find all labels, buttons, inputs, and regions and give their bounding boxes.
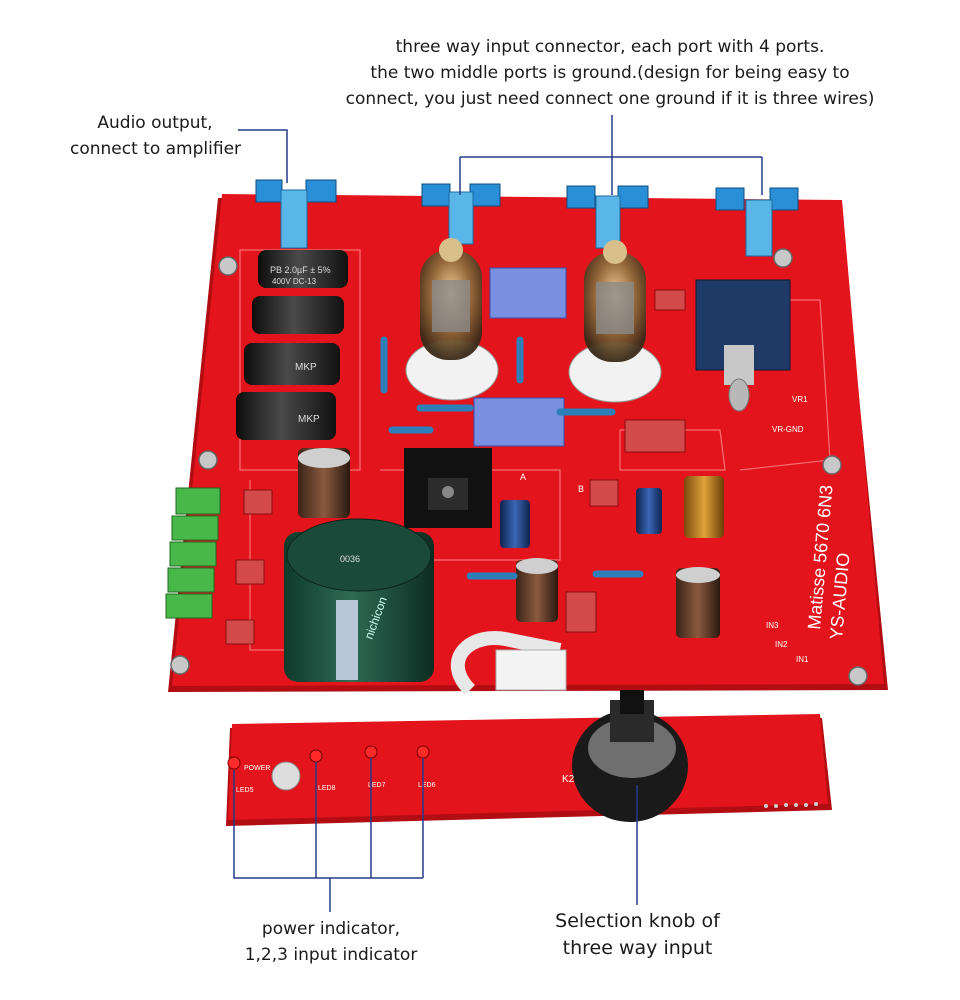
callout-line: Audio output,: [97, 113, 213, 133]
led-a-label: A: [520, 472, 526, 482]
coupling-cap-top: [489, 267, 567, 319]
vr-gnd-label: VR-GND: [772, 425, 804, 434]
vr1-label: VR1: [792, 395, 808, 404]
callout-line: three way input: [562, 937, 713, 959]
power-input-terminals: [165, 487, 221, 619]
led-label-3: LED7: [368, 782, 386, 789]
volume-potentiometer: VR1 VR-GND: [695, 279, 808, 434]
ribbon-cable: [450, 631, 567, 695]
callout-line: three way input connector, each port wit…: [395, 37, 825, 57]
led-b-label: B: [578, 484, 584, 494]
cap-mkp-label-2: MKP: [298, 414, 320, 425]
callout-line: connect, you just need connect one groun…: [345, 89, 875, 109]
callout-leader-lines: [233, 115, 763, 912]
mounting-screws: [170, 248, 868, 686]
indicator-callout: power indicator, 1,2,3 input indicator: [236, 916, 426, 968]
selector-board: POWER LED5 LED8 LED7 LED6: [226, 714, 832, 826]
led-label-1: LED5: [236, 787, 254, 794]
coupling-cap-bottom: [473, 397, 565, 447]
vacuum-tube-left: [405, 238, 499, 401]
cap-label-voltage: 400V DC-13: [272, 277, 317, 286]
k2-label: K2: [562, 774, 575, 785]
callout-line: power indicator,: [261, 919, 401, 939]
callout-line: 1,2,3 input indicator: [244, 945, 418, 965]
film-capacitors: PB 2.0µF ± 5% 400V DC-13 MKP MKP: [236, 250, 348, 440]
power-label: POWER: [244, 765, 270, 772]
cap-mkp-label: MKP: [295, 362, 317, 373]
input-terminal-blocks: [255, 179, 799, 257]
filter-cap-code: 0036: [340, 554, 360, 564]
vacuum-tube-right: [568, 240, 662, 403]
electrolytic-capacitors: [298, 448, 724, 638]
audio-output-callout: Audio output, connect to amplifier: [70, 110, 242, 162]
main-filter-capacitor: 0036 nichicon: [284, 518, 434, 682]
indicator-leds: [227, 745, 430, 770]
cap-label: PB 2.0µF ± 5%: [270, 265, 331, 275]
resistors: [380, 336, 644, 580]
rotary-selector-switch: K2: [562, 690, 688, 822]
in1-label: IN1: [796, 655, 809, 664]
in3-label: IN3: [766, 621, 779, 630]
led-label-4: LED6: [418, 782, 436, 789]
callout-line: Selection knob of: [555, 910, 720, 932]
led-socket: [271, 761, 301, 791]
small-film-caps: [225, 289, 686, 645]
header-pins: [764, 802, 818, 808]
selection-knob-callout: Selection knob of three way input: [540, 908, 735, 962]
callout-line: connect to amplifier: [70, 139, 242, 159]
input-connector-callout: three way input connector, each port wit…: [330, 34, 890, 112]
in2-label: IN2: [775, 640, 788, 649]
heatsink-regulator: [404, 448, 492, 528]
callout-line: the two middle ports is ground.(design f…: [370, 63, 850, 83]
led-label-2: LED8: [318, 785, 336, 792]
